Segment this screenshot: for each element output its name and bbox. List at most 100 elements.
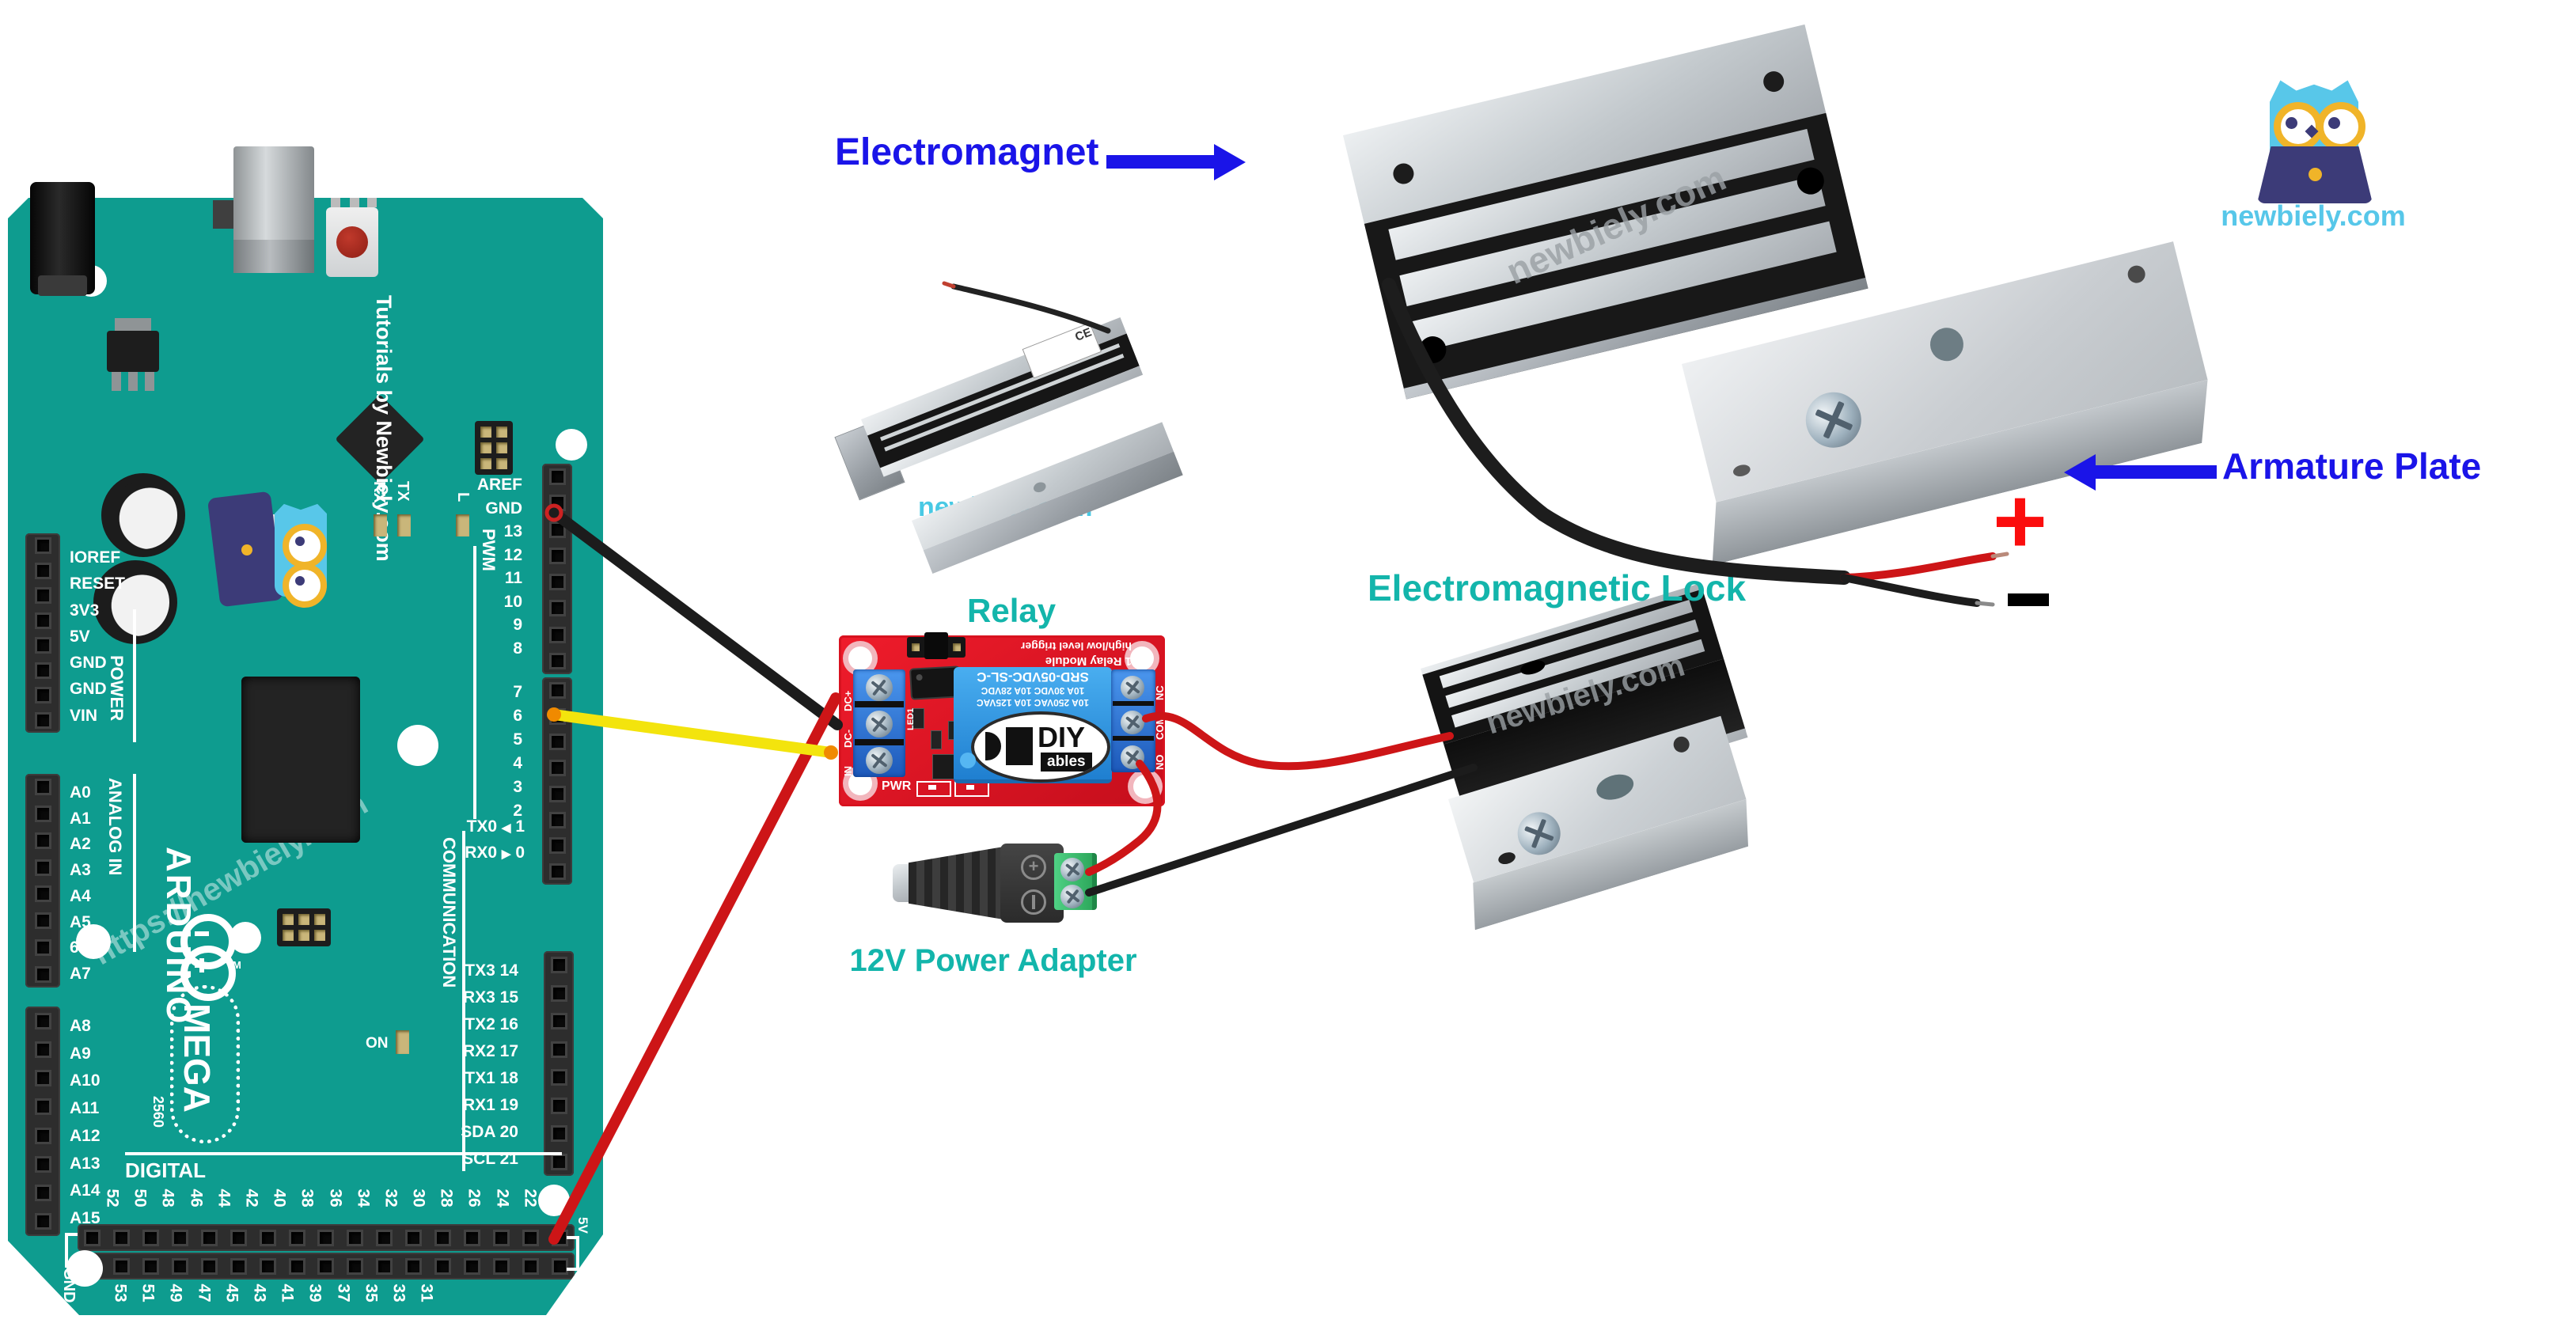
pin-hole [203,1260,215,1272]
pin-label: 47 [195,1283,214,1302]
usb-port [213,146,314,273]
pin-label: 36 [326,1189,345,1208]
l-led [456,514,469,536]
pin-hole [115,1231,127,1244]
pin-hole [378,1260,391,1272]
pin-label: 32 [381,1189,400,1208]
pin-hole [36,968,49,980]
pin-hole [552,959,565,972]
power-adapter-label: 12V Power Adapter [849,943,1137,978]
pin-label: 3 [513,778,522,796]
digital-header-row1 [78,1224,575,1251]
plus-icon: + [1021,855,1046,880]
led1-label: LED1 [906,707,916,730]
rx0-pin: 0 [515,844,525,862]
pwr-label: PWR [882,779,912,793]
pin-label: 30 [409,1189,428,1208]
pin-hole [36,1014,49,1027]
terminal-label-com: COM [1154,715,1166,740]
rx-label: RX [370,481,388,503]
relay-text1: SRD-05VDC-SL-C [977,669,1089,684]
pwm-line [473,546,476,819]
pin-label: 4 [513,754,522,772]
relay-text3: 10A 250VAC 10A 125VAC [976,697,1090,708]
pin-label: 38 [298,1189,317,1208]
pin-label: A1 [70,809,91,828]
pwr-led-box [916,781,951,797]
pin-hole [495,1260,508,1272]
electromagnet-label: Electromagnet [835,131,1099,173]
pin-hole [551,684,563,696]
pin-hole [36,614,49,627]
analog1-header [25,774,60,988]
relay-label: Relay [967,592,1057,629]
digital-group-label: DIGITAL [125,1158,207,1182]
pin-label: RX1 19 [462,1096,518,1114]
pin-label: A11 [70,1099,100,1118]
pin-hole [437,1260,450,1272]
pin-label: 45 [222,1283,241,1302]
pin-label: 6 [513,707,522,725]
pin-hole [144,1231,157,1244]
pin-label: A2 [70,835,91,854]
right-header-mid [542,677,572,885]
pin-hole [36,861,49,874]
pin-hole [36,564,49,577]
comm-line [462,831,465,1171]
pin-hole [144,1260,157,1272]
pin-hole [290,1260,303,1272]
cable-branch-red [1840,552,1997,582]
pin-label: 13 [503,522,522,540]
barrel-cone [909,847,1003,919]
pin-label: 50 [131,1189,150,1208]
pin-hole [551,523,563,536]
pin-label: GND [70,680,107,699]
pin-hole [551,471,563,483]
pin-label: 43 [250,1283,269,1302]
right-header-top [542,464,572,674]
pin-label: RX3 15 [462,988,518,1007]
newbiely-owl-board-logo [207,491,336,609]
pwr-led-box [954,781,989,797]
pin-hole [36,941,49,954]
pin-label: 49 [166,1283,185,1302]
jumper-block [907,632,966,659]
pin-label: 7 [513,683,522,701]
pin-hole [36,1072,49,1085]
pin-label: 46 [187,1189,206,1208]
pin-label: 8 [513,639,522,658]
mounting-hole [556,429,587,461]
pin-hole [36,834,49,847]
analog-group-label: ANALOG IN [105,778,125,876]
pin-label: 6 [70,938,79,957]
pin-label: A12 [70,1126,101,1145]
optocoupler-chip [911,667,960,699]
pin-hole [36,1129,49,1142]
pin-label: A0 [70,783,91,802]
pin-hole [173,1260,186,1272]
plus-symbol: + [1993,469,2047,574]
pin-hole [551,840,563,852]
diy-text: DIY [1038,721,1086,753]
pin-label: 35 [362,1283,381,1302]
pin-hole [36,1101,49,1113]
pcb-hole [848,646,872,670]
pin-hole [551,813,563,826]
pin-label: SCL 21 [462,1150,518,1168]
icsp2-header [277,908,331,946]
pin-hole [552,1128,565,1140]
pin-hole [173,1231,186,1244]
pin-hole [552,1155,565,1168]
ce-mark: CE [1073,325,1094,344]
pin-hole [551,497,563,510]
pin-hole [551,866,563,878]
pin-hole [232,1231,245,1244]
pin-label: 48 [158,1189,177,1208]
adapter-body: + [1000,844,1064,923]
pin-hole [36,781,49,794]
on-led [396,1030,409,1054]
pin-hole [525,1260,537,1272]
